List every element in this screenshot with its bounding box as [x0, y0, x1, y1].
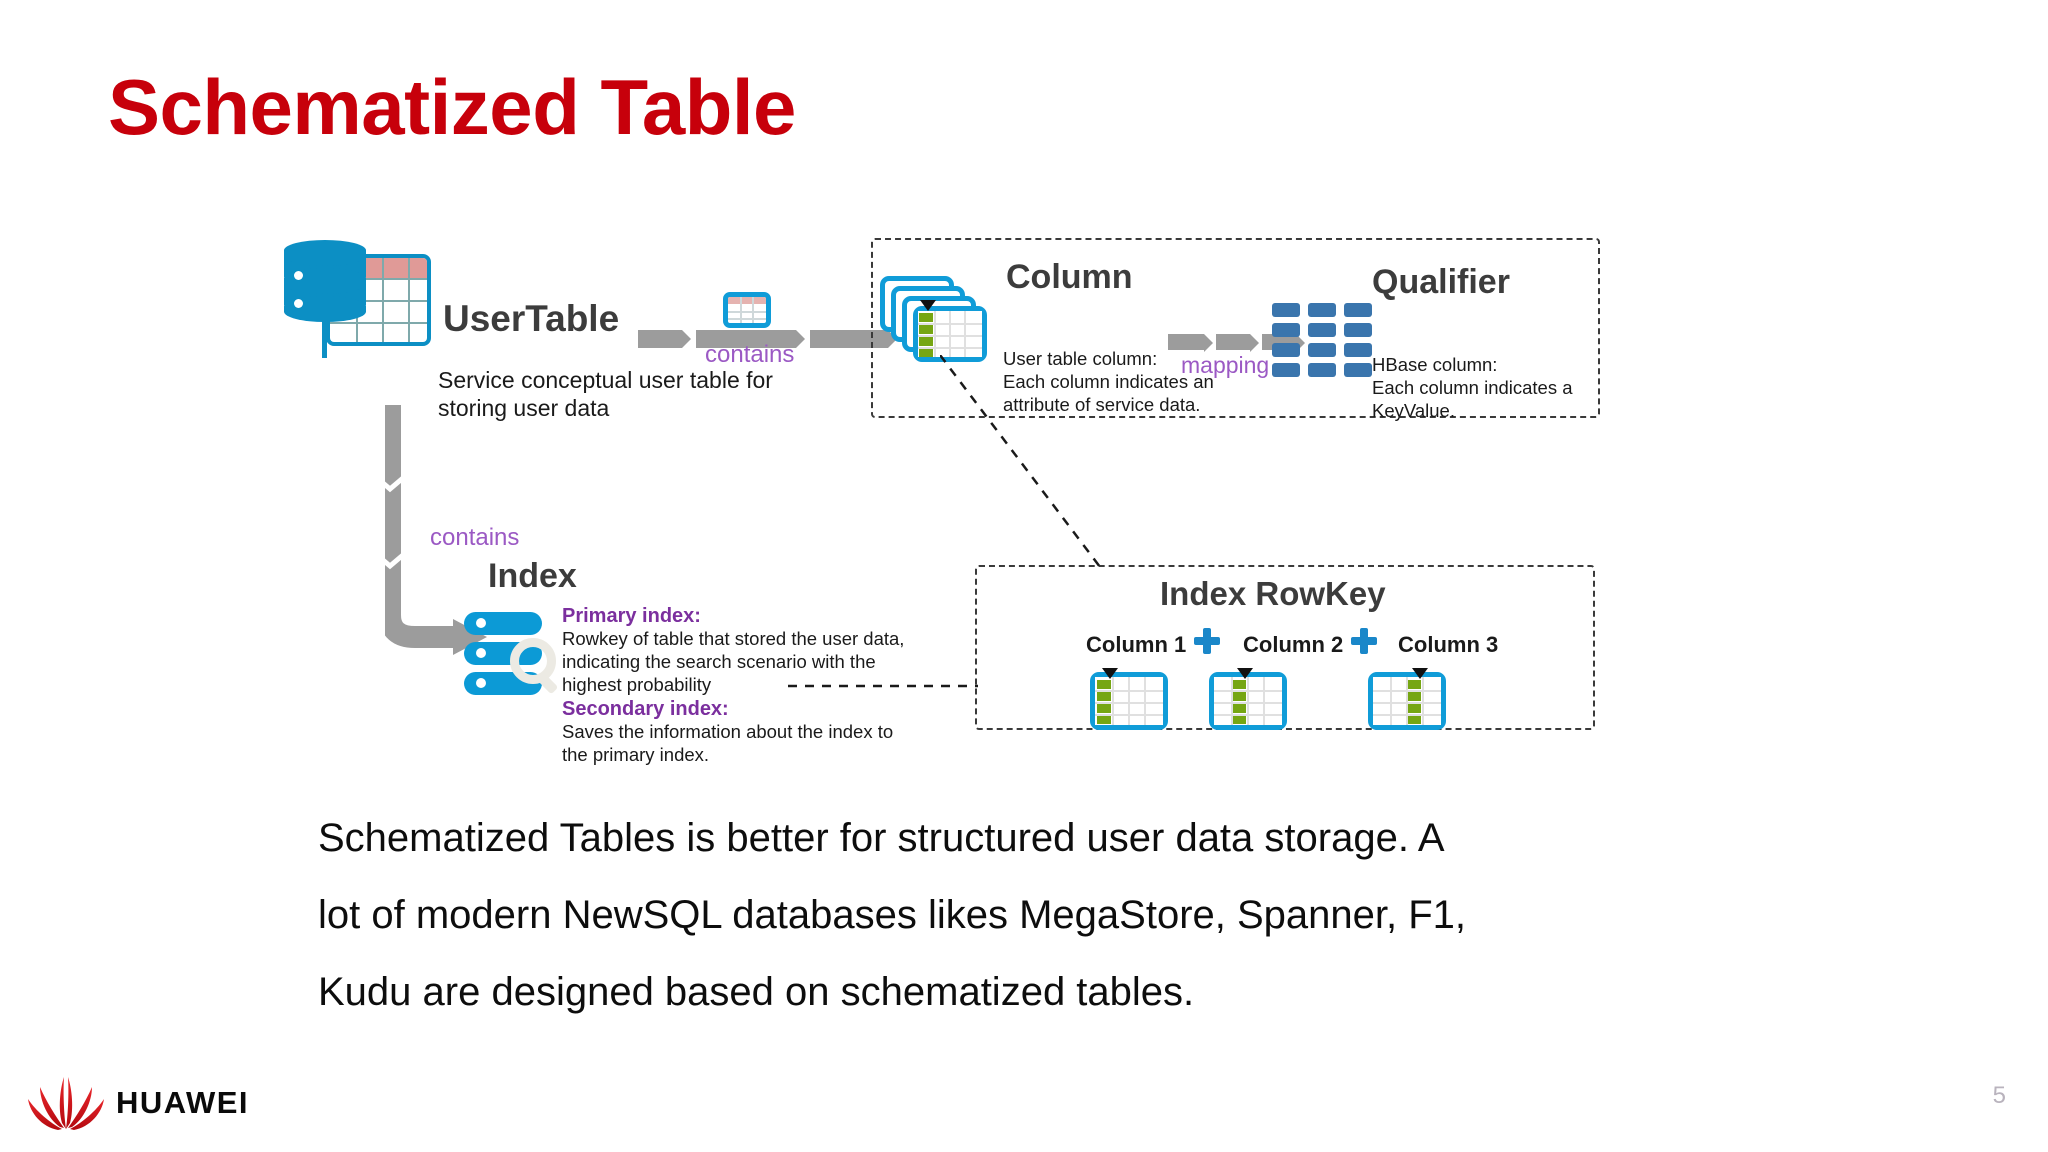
column-desc-line1: User table column:	[1003, 348, 1158, 369]
rowkey-card-2	[1209, 668, 1287, 730]
index-rowkey-box	[975, 565, 1595, 730]
primary-index-line1: Rowkey of table that stored the user dat…	[562, 628, 905, 649]
qualifier-desc-line3: KeyValue.	[1372, 400, 1455, 421]
body-paragraph: Schematized Tables is better for structu…	[318, 800, 1648, 1031]
huawei-logo: HUAWEI	[24, 1075, 264, 1133]
usertable-heading: UserTable	[443, 298, 620, 339]
database-table-icon	[284, 232, 434, 358]
database-cylinder-icon	[284, 240, 366, 358]
small-table-icon	[723, 292, 771, 328]
rowkey-card-3	[1368, 668, 1446, 730]
column-heading: Column	[1006, 258, 1133, 296]
plus-icon-2	[1351, 628, 1377, 654]
index-rowkey-heading: Index RowKey	[1160, 575, 1386, 612]
paragraph-line-1: Schematized Tables is better for structu…	[318, 816, 1445, 860]
rowkey-column-1-label: Column 1	[1086, 632, 1187, 657]
usertable-description: Service conceptual user table for storin…	[438, 367, 773, 422]
column-stack-icon	[880, 276, 990, 368]
secondary-index-label: Secondary index:	[562, 698, 729, 720]
primary-index-line3: highest probability	[562, 674, 712, 695]
huawei-flower-icon	[28, 1077, 104, 1130]
paragraph-line-3: Kudu are designed based on schematized t…	[318, 970, 1195, 1014]
contains-arrow-horizontal	[638, 330, 897, 348]
connector-index-to-rowkey	[788, 676, 978, 688]
primary-index-line2: indicating the search scenario with the	[562, 651, 876, 672]
primary-index-label: Primary index:	[562, 605, 701, 627]
qualifier-grid-icon	[1272, 303, 1372, 377]
page-title: Schematized Table	[108, 63, 796, 151]
rowkey-card-1	[1090, 668, 1168, 730]
qualifier-desc-line2: Each column indicates a	[1372, 377, 1573, 398]
secondary-index-line2: the primary index.	[562, 744, 710, 765]
column-qualifier-box	[871, 238, 1600, 418]
contains-label-horizontal: contains	[705, 341, 795, 368]
index-server-icon	[464, 612, 584, 702]
page-number: 5	[1992, 1082, 2006, 1109]
plus-icon-1	[1194, 628, 1220, 654]
secondary-index-line1: Saves the information about the index to	[562, 721, 894, 742]
column-marker-icon	[920, 300, 936, 311]
qualifier-desc-line1: HBase column:	[1372, 354, 1498, 375]
paragraph-line-2: lot of modern NewSQL databases likes Meg…	[318, 893, 1467, 937]
contains-label-vertical: contains	[430, 524, 520, 551]
index-heading: Index	[488, 557, 577, 595]
qualifier-heading: Qualifier	[1372, 263, 1510, 301]
column-desc-line3: attribute of service data.	[1003, 394, 1201, 415]
brand-name: HUAWEI	[116, 1085, 249, 1120]
rowkey-column-3-label: Column 3	[1398, 632, 1499, 657]
rowkey-column-2-label: Column 2	[1243, 632, 1344, 657]
mapping-label: mapping	[1181, 352, 1270, 378]
